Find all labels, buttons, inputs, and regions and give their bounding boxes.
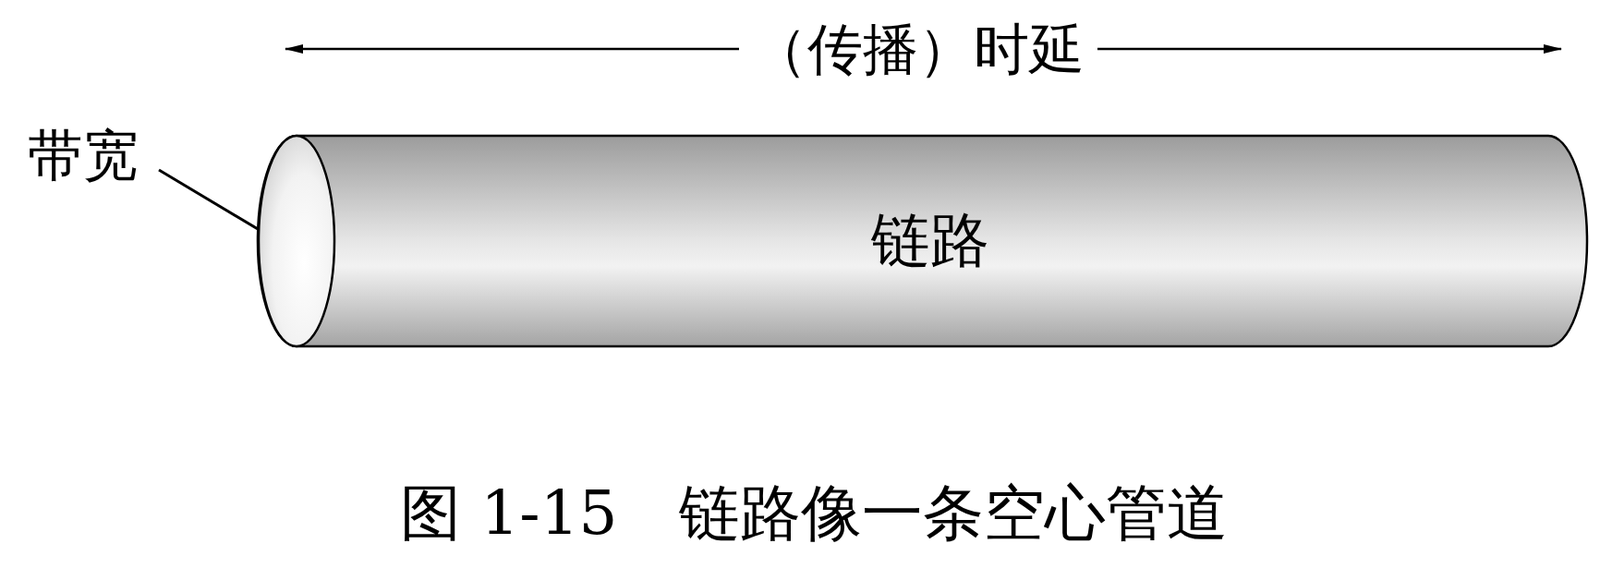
figure-caption: 图 1-15 链路像一条空心管道 [400,478,1227,549]
delay-label: （传播）时延 [739,17,1098,82]
link-label: 链路 [871,206,990,276]
cylinder-face [258,135,335,347]
cylinder-body [257,135,1588,347]
link-cylinder: 链路 [257,134,1588,348]
bandwidth-label: 带宽 [27,123,139,188]
